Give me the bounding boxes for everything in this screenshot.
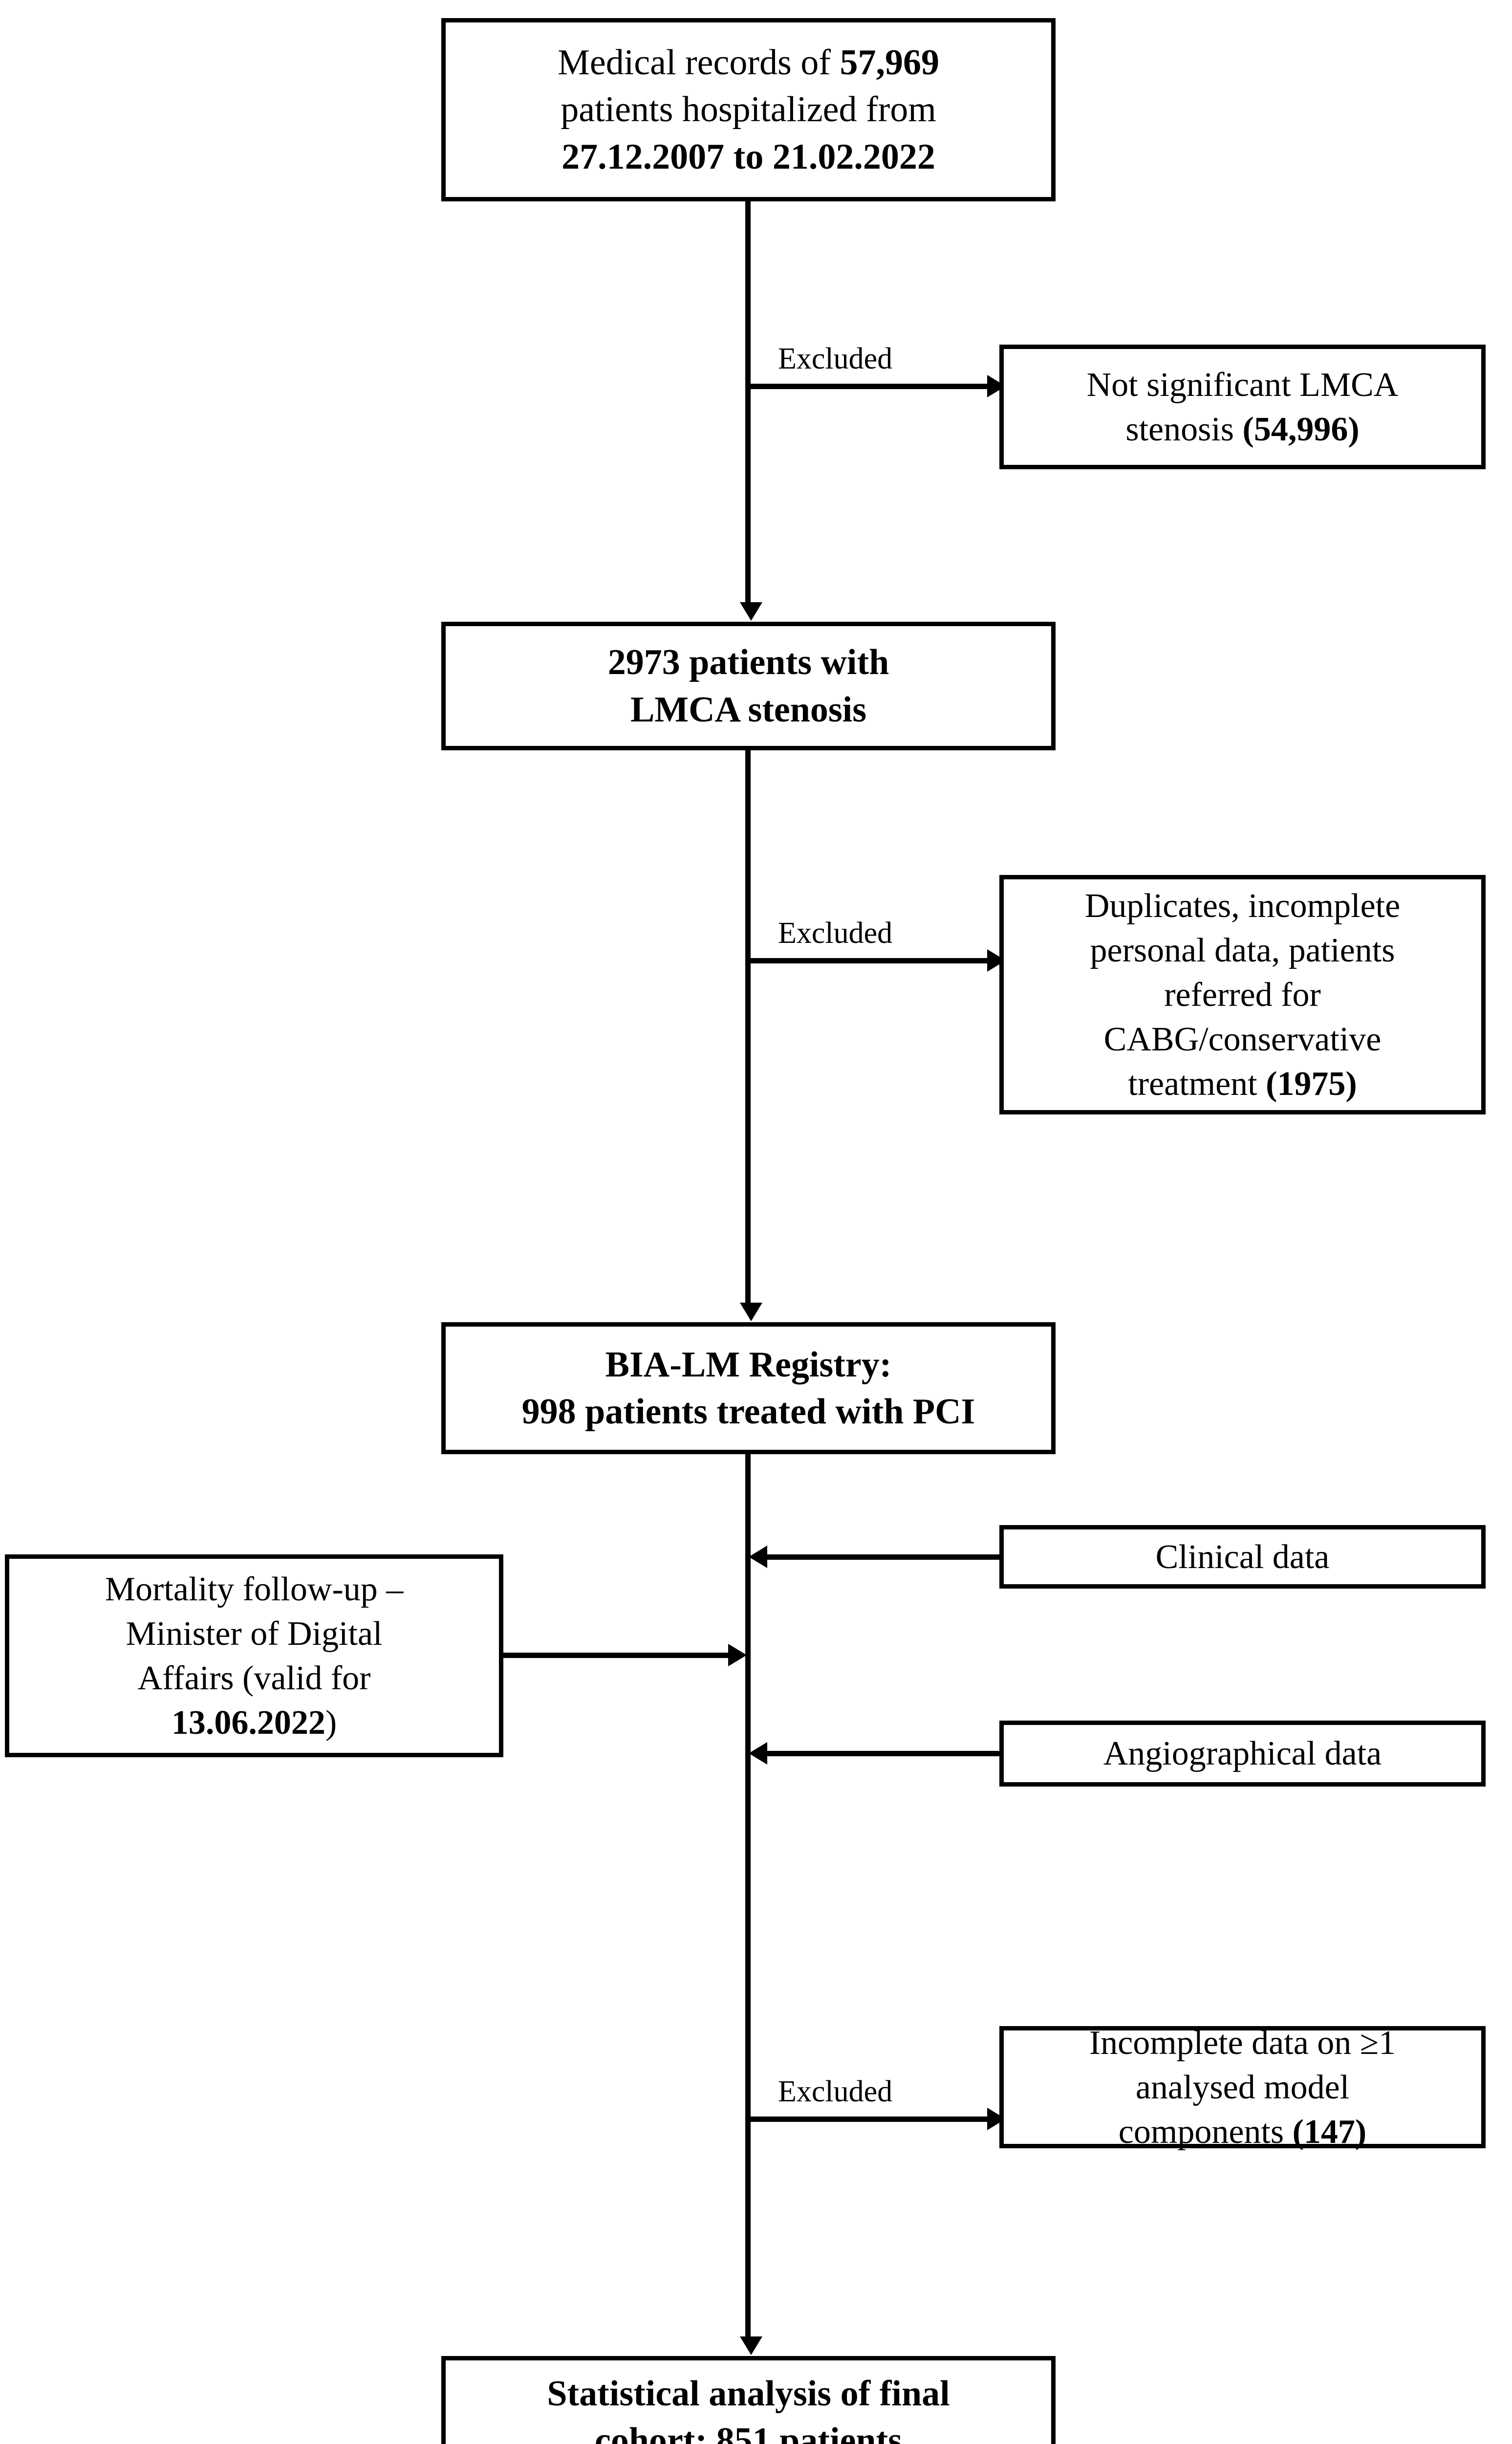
duplicates-line1: Duplicates, incomplete (1084, 887, 1401, 925)
duplicates-line4: CABG/conservative (1103, 1020, 1382, 1058)
node-not-significant-lmca: Not significant LMCA stenosis (54,996) (999, 345, 1486, 469)
connector-registry-to-final (745, 1454, 751, 2337)
incomplete-line2: analysed model (1135, 2068, 1350, 2106)
angiographical-data-label: Angiographical data (1103, 1735, 1382, 1772)
connector-excluded-1 (745, 384, 994, 389)
not-significant-lmca-line1: Not significant LMCA (1086, 366, 1399, 404)
edge-label-excluded-2: Excluded (778, 916, 893, 950)
node-lmca-stenosis: 2973 patients with LMCA stenosis (441, 622, 1056, 750)
clinical-data-label: Clinical data (1155, 1538, 1330, 1576)
medical-records-count: 57,969 (840, 43, 939, 83)
registry-line2: 998 patients treated with PCI (521, 1392, 975, 1432)
not-significant-lmca-line2-prefix: stenosis (1125, 410, 1243, 448)
arrowhead-mortality-followup (728, 1644, 747, 1666)
registry-line1: BIA-LM Registry: (605, 1344, 892, 1385)
arrowhead-records-to-lmca (740, 602, 762, 621)
connector-excluded-3 (745, 2117, 994, 2122)
duplicates-line5-prefix: treatment (1128, 1065, 1266, 1103)
mortality-valid-date: 13.06.2022 (171, 1703, 325, 1742)
medical-records-date-range: 27.12.2007 to 21.02.2022 (562, 136, 935, 177)
arrowhead-angiographical-data (749, 1742, 767, 1765)
node-duplicates-incomplete: Duplicates, incomplete personal data, pa… (999, 875, 1486, 1114)
arrowhead-lmca-to-registry (740, 1303, 762, 1321)
connector-clinical-data (767, 1554, 1001, 1560)
mortality-line3: Affairs (valid for (137, 1659, 371, 1697)
node-final-cohort: Statistical analysis of final cohort: 85… (441, 2356, 1056, 2444)
connector-records-to-lmca (745, 201, 751, 603)
node-bia-lm-registry: BIA-LM Registry: 998 patients treated wi… (441, 1322, 1056, 1454)
node-incomplete-model-components: Incomplete data on ≥1 analysed model com… (999, 2024, 1486, 2151)
not-significant-lmca-count: (54,996) (1242, 410, 1360, 448)
duplicates-line3: referred for (1164, 976, 1321, 1014)
arrowhead-clinical-data (749, 1546, 767, 1568)
node-clinical-data: Clinical data (999, 1525, 1486, 1589)
final-line2: cohort: 851 patients (595, 2421, 902, 2444)
node-angiographical-data: Angiographical data (999, 1721, 1486, 1787)
arrowhead-registry-to-final (740, 2336, 762, 2355)
lmca-stenosis-line1: 2973 patients with (607, 642, 889, 683)
lmca-stenosis-line2: LMCA stenosis (630, 689, 867, 730)
duplicates-count: (1975) (1266, 1065, 1357, 1103)
mortality-line1: Mortality follow-up – (105, 1570, 404, 1608)
edge-label-excluded-1: Excluded (778, 342, 893, 375)
incomplete-line3-prefix: components (1118, 2113, 1293, 2151)
mortality-line4-suffix: ) (325, 1703, 337, 1742)
duplicates-line2: personal data, patients (1090, 931, 1395, 969)
incomplete-count: (147) (1292, 2113, 1367, 2151)
connector-angiographical-data (767, 1751, 1001, 1756)
medical-records-line2: patients hospitalized from (561, 89, 936, 130)
connector-excluded-2 (745, 958, 994, 963)
mortality-line2: Minister of Digital (126, 1615, 383, 1653)
final-line1: Statistical analysis of final (547, 2373, 950, 2414)
connector-mortality-followup (503, 1653, 732, 1658)
node-medical-records: Medical records of 57,969 patients hospi… (441, 18, 1056, 201)
connector-lmca-to-registry (745, 750, 751, 1304)
medical-records-line1-prefix: Medical records of (558, 43, 840, 83)
incomplete-line1: Incomplete data on ≥1 (1089, 2024, 1396, 2062)
edge-label-excluded-3: Excluded (778, 2075, 893, 2108)
node-mortality-followup: Mortality follow-up – Minister of Digita… (5, 1554, 503, 1757)
